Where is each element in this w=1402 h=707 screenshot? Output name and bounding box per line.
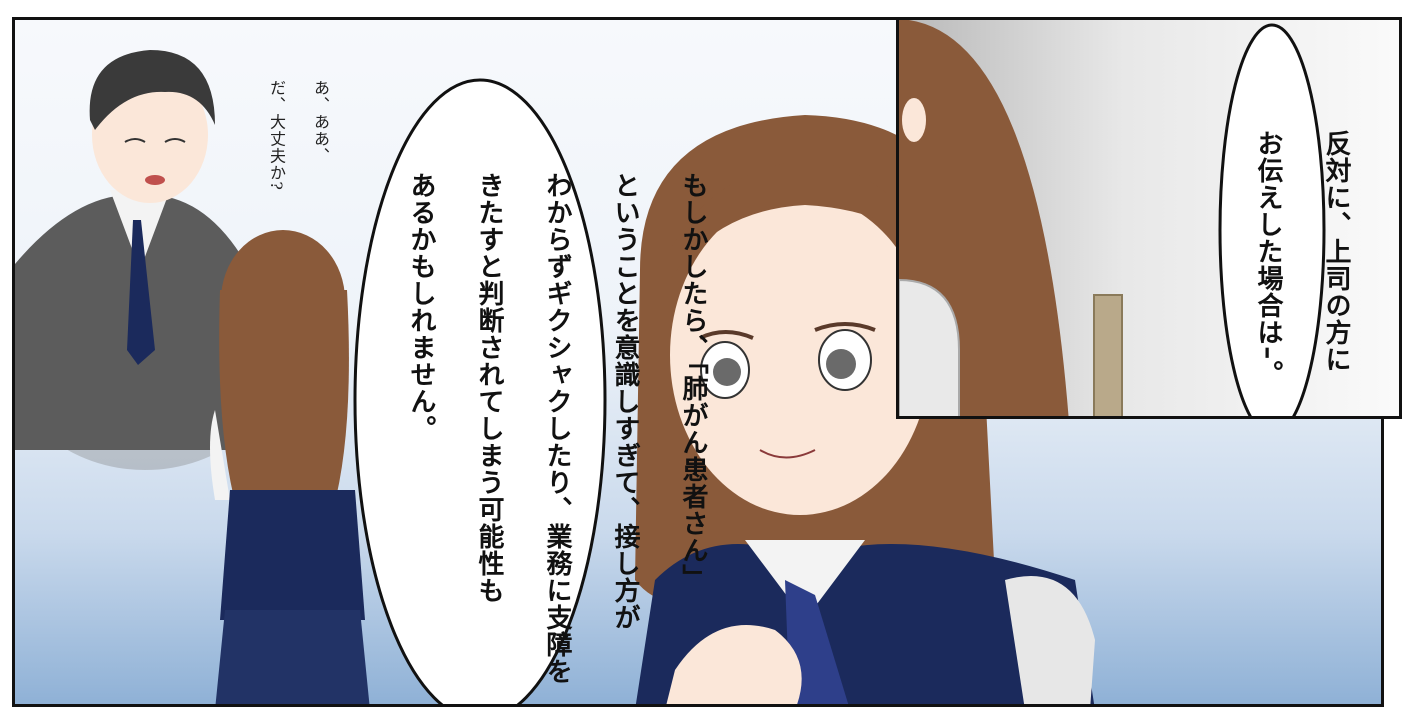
panel-inset-artwork [899,20,1123,416]
speech-main-line-1: もしかしたら、「肺がん患者さん」 [678,172,708,592]
comic-panel-inset: 反対に、上司の方に お伝えした場合は–。 [896,17,1402,419]
panel-main-artwork [15,50,1095,704]
speech-main-line-4: きたすと判断されてしまう可能性も [474,172,504,605]
woman-back-character [210,230,370,704]
boss-speech-text: あ、ああ、 だ、大丈夫か? [243,55,353,245]
speech-main-line-3: わからずギクシャクしたり、業務に支障を [542,172,572,686]
speech-main-text: もしかしたら、「肺がん患者さん」 ということを意識しすぎて、接し方が わからずギ… [370,132,744,692]
speech-inset-line-1: 反対に、上司の方に [1321,130,1351,374]
speech-main-line-5: あるかもしれません。 [406,172,436,443]
speech-inset-line-2: お伝えした場合は–。 [1253,130,1283,388]
boss-character [15,50,285,470]
speech-inset-text: 反対に、上司の方に お伝えした場合は–。 [1217,90,1387,416]
speech-balloon-inset [1218,23,1326,416]
boss-speech-line-1: あ、ああ、 [311,79,330,165]
speech-balloon-main [353,78,607,704]
boss-speech-line-2: だ、大丈夫か? [267,79,286,191]
speech-main-line-2: ということを意識しすぎて、接し方が [610,172,640,632]
